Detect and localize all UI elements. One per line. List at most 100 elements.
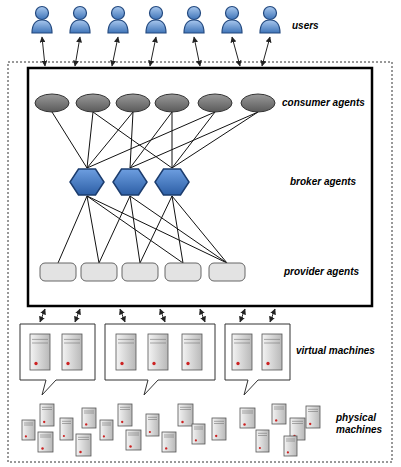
- virtual-machine: [232, 334, 252, 370]
- server-bay: [292, 421, 303, 422]
- system-boundary: [8, 62, 392, 462]
- server-bay: [128, 435, 139, 436]
- server-case: [100, 420, 113, 440]
- virtual-machine: [62, 334, 82, 370]
- server-led: [287, 451, 289, 453]
- server-bay: [180, 409, 191, 410]
- server-bay: [258, 435, 267, 436]
- server-case: [306, 406, 320, 428]
- physical-machine: [178, 404, 193, 426]
- server-bay: [24, 423, 33, 424]
- server-led: [215, 435, 217, 437]
- physical-machine: [212, 418, 226, 440]
- user-head: [112, 7, 125, 20]
- server-bay: [40, 437, 51, 438]
- server-bay: [62, 421, 71, 422]
- agent-link: [130, 112, 133, 168]
- server-bay: [242, 411, 253, 412]
- user-head: [74, 7, 87, 20]
- agent-link: [58, 196, 87, 263]
- server-bay: [184, 339, 200, 340]
- server-bay: [118, 339, 134, 340]
- consumer-agent: [198, 94, 232, 112]
- server-bay: [308, 411, 318, 412]
- user-head: [150, 7, 163, 20]
- provider-agent: [122, 263, 158, 281]
- server-led: [129, 445, 132, 448]
- server-bay: [42, 407, 52, 408]
- server-bay: [274, 407, 284, 408]
- server-case: [148, 334, 168, 370]
- broker-agent: [70, 169, 104, 195]
- agent-link: [172, 196, 183, 263]
- server-case: [40, 404, 54, 426]
- user-head: [226, 7, 239, 20]
- user-body: [260, 20, 280, 33]
- server-case: [232, 334, 252, 370]
- user-body: [222, 20, 242, 33]
- vm-arrow: [200, 309, 205, 322]
- server-case: [162, 432, 176, 452]
- user-head: [188, 7, 201, 20]
- server-case: [284, 436, 297, 456]
- server-led: [34, 362, 37, 365]
- server-case: [182, 334, 202, 370]
- server-bay: [164, 437, 174, 438]
- server-led: [275, 419, 277, 421]
- server-bay: [308, 409, 318, 410]
- provider-agent: [209, 263, 245, 281]
- server-led: [120, 362, 123, 365]
- server-case: [212, 418, 226, 440]
- row-label: broker agents: [290, 176, 356, 188]
- server-led: [181, 421, 184, 424]
- server-case: [126, 430, 141, 450]
- physical-machine: [240, 408, 255, 428]
- server-bay: [78, 437, 89, 438]
- vm-arrow: [160, 309, 165, 322]
- server-bay: [24, 425, 33, 426]
- agent-link: [130, 196, 140, 263]
- server-case: [192, 424, 205, 444]
- server-led: [103, 435, 105, 437]
- physical-machine: [284, 436, 297, 456]
- server-bay: [184, 343, 200, 344]
- physical-machine: [40, 404, 54, 426]
- agent-link: [52, 112, 87, 168]
- consumer-agent: [35, 94, 69, 112]
- provider-agent: [40, 263, 76, 281]
- agent-link: [87, 112, 93, 168]
- user-arrow: [194, 37, 200, 66]
- server-bay: [148, 417, 157, 418]
- agent-link: [93, 112, 172, 168]
- server-bay: [118, 343, 134, 344]
- server-bay: [242, 413, 253, 414]
- server-case: [256, 430, 269, 452]
- provider-agent: [165, 263, 201, 281]
- user-body: [184, 20, 204, 33]
- vm-group: [225, 324, 290, 395]
- physical-machine: [76, 434, 91, 456]
- server-case: [272, 404, 286, 424]
- virtual-machine: [148, 334, 168, 370]
- physical-machine: [22, 420, 35, 440]
- server-bay: [32, 339, 48, 340]
- server-bay: [64, 339, 80, 340]
- server-case: [262, 334, 282, 370]
- server-bay: [148, 419, 157, 420]
- server-led: [309, 423, 311, 425]
- vm-arrow: [40, 309, 45, 322]
- agent-link: [87, 196, 99, 263]
- physical-machine: [256, 430, 269, 452]
- server-bay: [286, 441, 295, 442]
- agent-link: [130, 196, 227, 263]
- server-led: [195, 439, 197, 441]
- virtual-machine: [262, 334, 282, 370]
- user-body: [70, 20, 90, 33]
- server-bay: [234, 343, 250, 344]
- server-bay: [258, 433, 267, 434]
- server-bay: [84, 413, 94, 414]
- server-bay: [180, 407, 191, 408]
- server-bay: [62, 423, 71, 424]
- server-bay: [32, 343, 48, 344]
